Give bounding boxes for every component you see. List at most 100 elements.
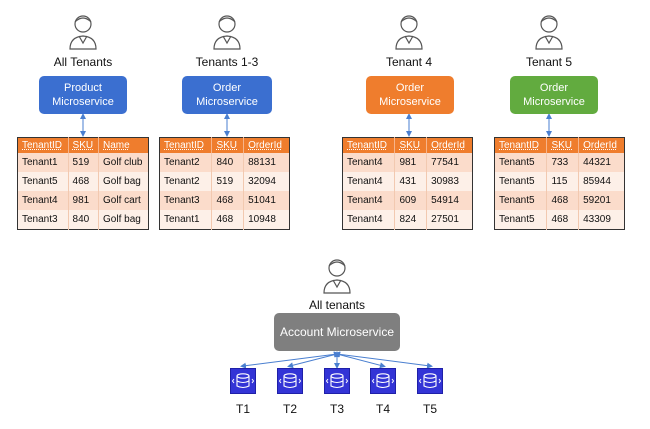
table-cell: 519 — [211, 172, 244, 191]
table-cell: Tenant3 — [159, 191, 212, 210]
table-cell: 43309 — [578, 210, 625, 230]
table-cell: 519 — [67, 153, 99, 172]
table-cell: Golf club — [98, 153, 149, 172]
table-cell: 468 — [211, 210, 244, 230]
service-label-line2: Microservice — [52, 96, 114, 108]
database-icon[interactable] — [417, 368, 443, 394]
database-label: T4 — [375, 402, 391, 416]
database-icon — [231, 373, 255, 389]
database-icon — [278, 373, 302, 389]
table-cell: Tenant5 — [494, 172, 547, 191]
account-microservice-box[interactable]: Account Microservice — [274, 313, 400, 351]
service-label-line1: Order — [539, 82, 569, 94]
table-cell: 468 — [546, 210, 579, 230]
table-header-cell: OrderId — [426, 137, 473, 153]
table-cell: 981 — [394, 153, 427, 172]
table-cell: Tenant4 — [342, 153, 395, 172]
table-cell: 32094 — [243, 172, 290, 191]
table-cell: 468 — [546, 191, 579, 210]
table-header-cell: SKU — [211, 137, 244, 153]
user-icon — [323, 259, 351, 294]
table-cell: Tenant3 — [17, 210, 69, 230]
database-label: T2 — [282, 402, 298, 416]
table-cell: 468 — [211, 191, 244, 210]
table-cell: 85944 — [578, 172, 625, 191]
table-cell: Golf cart — [98, 191, 149, 210]
table-header-cell: TenantID — [342, 137, 395, 153]
database-icon — [325, 373, 349, 389]
table-cell: 981 — [67, 191, 99, 210]
database-icon[interactable] — [230, 368, 256, 394]
database-icon[interactable] — [277, 368, 303, 394]
table-cell: Tenant2 — [159, 172, 212, 191]
table-cell: 733 — [546, 153, 579, 172]
table-cell: Tenant1 — [17, 153, 69, 172]
table-cell: Tenant5 — [17, 172, 69, 191]
table-cell: Tenant4 — [342, 172, 395, 191]
table-header-cell: OrderId — [578, 137, 625, 153]
database-icon — [418, 373, 442, 389]
service-label-line1: Product — [64, 82, 102, 94]
database-label: T5 — [422, 402, 438, 416]
table-cell: 27501 — [426, 210, 473, 230]
service-label-line1: Order — [212, 82, 242, 94]
database-label: T3 — [329, 402, 345, 416]
table-header-cell: TenantID — [494, 137, 547, 153]
table-cell: 431 — [394, 172, 427, 191]
table-header-cell: SKU — [67, 137, 99, 153]
table-cell: 468 — [67, 172, 99, 191]
table-cell: 77541 — [426, 153, 473, 172]
table-cell: Tenant5 — [494, 153, 547, 172]
database-icon[interactable] — [370, 368, 396, 394]
table-cell: Tenant2 — [159, 153, 212, 172]
table-cell: Tenant1 — [159, 210, 212, 230]
table-cell: Tenant4 — [342, 191, 395, 210]
table-header-cell: TenantID — [159, 137, 212, 153]
group-label: Tenant 4 — [385, 55, 433, 69]
table-header-cell: SKU — [546, 137, 579, 153]
database-icon — [371, 373, 395, 389]
table-cell: 51041 — [243, 191, 290, 210]
group-label: Tenants 1-3 — [195, 55, 259, 69]
account-group-label: All tenants — [308, 298, 366, 312]
table-header-cell: Name — [98, 137, 149, 153]
service-label-line2: Microservice — [523, 96, 585, 108]
database-icon[interactable] — [324, 368, 350, 394]
table-cell: Tenant5 — [494, 210, 547, 230]
table-cell: Tenant4 — [342, 210, 395, 230]
table-cell: Tenant4 — [17, 191, 69, 210]
table-cell: 30983 — [426, 172, 473, 191]
table-cell: 609 — [394, 191, 427, 210]
table-cell: 44321 — [578, 153, 625, 172]
table-header-cell: OrderId — [243, 137, 290, 153]
table-cell: Golf bag — [98, 172, 149, 191]
service-label-line2: Microservice — [379, 96, 441, 108]
table-header-cell: SKU — [394, 137, 427, 153]
table-cell: 840 — [211, 153, 244, 172]
